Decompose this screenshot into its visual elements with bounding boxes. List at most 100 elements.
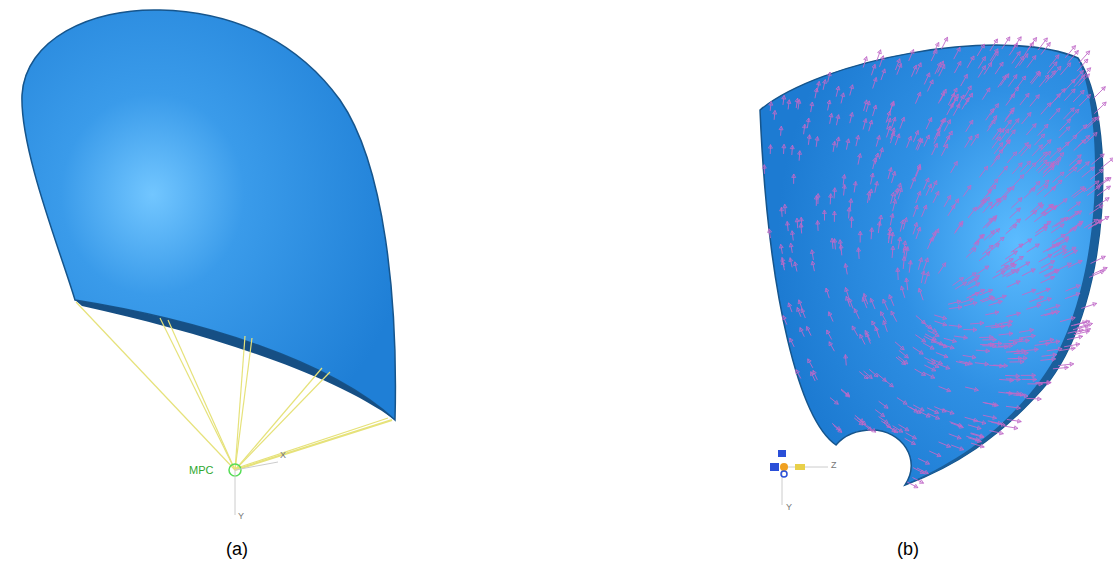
arrow-shaft	[987, 120, 995, 132]
shell-surface	[22, 10, 395, 420]
pressure-arrow	[1044, 187, 1056, 197]
arrow-shaft	[989, 229, 999, 239]
pressure-arrow	[1069, 223, 1082, 232]
pressure-arrow	[1036, 152, 1047, 163]
arrow-head	[1033, 377, 1037, 381]
pressure-arrow	[838, 240, 842, 251]
arrow-head	[995, 104, 999, 108]
arrow-shaft	[929, 451, 941, 456]
pressure-arrow	[999, 332, 1013, 336]
pressure-arrow	[875, 327, 880, 338]
arrow-head	[1056, 243, 1060, 247]
arrow-shaft	[990, 39, 998, 51]
arrow-head	[1079, 335, 1083, 339]
pressure-arrow	[952, 199, 959, 210]
arrow-shaft	[934, 407, 946, 412]
pressure-arrow	[1087, 186, 1100, 196]
arrow-head	[964, 335, 968, 339]
arrow-head	[863, 293, 867, 297]
pressure-arrow	[1012, 52, 1020, 64]
pressure-arrow	[1055, 217, 1068, 226]
arrow-head	[1018, 419, 1022, 423]
pressure-arrow	[783, 316, 787, 325]
pressure-arrow	[827, 72, 831, 82]
pressure-arrow	[1052, 234, 1065, 242]
arrow-head	[991, 343, 995, 347]
pressure-arrow	[1068, 202, 1081, 211]
pressure-arrow	[1055, 89, 1065, 101]
arrow-shaft	[1036, 152, 1047, 163]
arrow-shaft	[1012, 52, 1020, 64]
arrow-shaft	[1092, 154, 1105, 165]
arrow-shaft	[961, 74, 968, 86]
pressure-arrow	[913, 468, 924, 474]
pressure-arrow	[790, 145, 794, 155]
pressure-arrow	[1035, 342, 1050, 346]
arrow-shaft	[1049, 55, 1059, 67]
pressure-arrow	[891, 117, 896, 128]
arrow-shaft	[977, 266, 989, 274]
pressure-arrow	[984, 63, 992, 75]
pressure-arrow	[929, 451, 941, 457]
pressure-arrow	[968, 276, 980, 283]
arrow-head	[860, 334, 864, 338]
arrow-head	[1044, 38, 1048, 42]
arrow-head	[791, 231, 795, 235]
pressure-arrow	[768, 145, 772, 154]
arrow-head	[1101, 256, 1105, 260]
pressure-arrow	[1007, 419, 1021, 423]
arrow-head	[1087, 68, 1091, 72]
pressure-arrow	[1028, 38, 1037, 50]
arrow-head	[943, 89, 947, 93]
arrow-head	[1052, 71, 1056, 75]
arrow-head	[1040, 296, 1044, 300]
arrow-shaft	[971, 443, 984, 447]
pressure-arrow	[1009, 43, 1017, 55]
arrow-head	[973, 328, 977, 332]
arrow-shaft	[1012, 358, 1027, 360]
arrow-shaft	[802, 309, 806, 318]
pressure-arrow	[1036, 381, 1051, 385]
pressure-arrow	[998, 166, 1007, 177]
arrow-head	[1080, 187, 1084, 191]
arrow-head	[1055, 161, 1059, 165]
arrow-shaft	[873, 77, 877, 88]
arrow-head	[1056, 108, 1060, 112]
arrow-head	[1009, 259, 1013, 263]
suspension-line	[235, 338, 252, 470]
pressure-arrow	[827, 330, 832, 339]
arrow-head	[933, 329, 937, 332]
arrow-shaft	[888, 167, 891, 178]
pressure-arrow	[1007, 281, 1020, 287]
pressure-arrow	[951, 161, 958, 173]
arrow-head	[898, 183, 902, 187]
arrow-head	[933, 181, 937, 185]
pressure-arrow	[1038, 180, 1049, 190]
pressure-arrow	[857, 248, 861, 259]
arrow-head	[935, 42, 939, 46]
pressure-arrow	[1060, 119, 1071, 130]
pressure-arrow	[891, 246, 895, 258]
arrow-shaft	[1013, 37, 1021, 49]
pressure-arrow	[916, 227, 921, 239]
pressure-arrow	[768, 229, 772, 238]
pressure-arrow	[842, 185, 846, 196]
pressure-arrow	[955, 282, 966, 289]
arrow-shaft	[951, 423, 964, 428]
arrow-head	[958, 324, 962, 328]
arrow-shaft	[1030, 95, 1040, 107]
pressure-arrow	[1011, 257, 1024, 265]
pressure-arrow	[841, 93, 845, 104]
arrow-head	[873, 158, 877, 162]
pressure-arrow	[894, 188, 898, 200]
pressure-arrow	[916, 191, 921, 203]
arrow-head	[1076, 343, 1080, 347]
pressure-arrow	[1005, 110, 1014, 122]
arrow-head	[1014, 43, 1018, 47]
pressure-arrow	[799, 223, 803, 233]
arrow-head	[897, 59, 901, 63]
triad-glyph	[770, 463, 779, 471]
pressure-arrow	[982, 338, 996, 342]
pressure-arrow	[802, 124, 806, 134]
arrow-head	[799, 223, 803, 227]
